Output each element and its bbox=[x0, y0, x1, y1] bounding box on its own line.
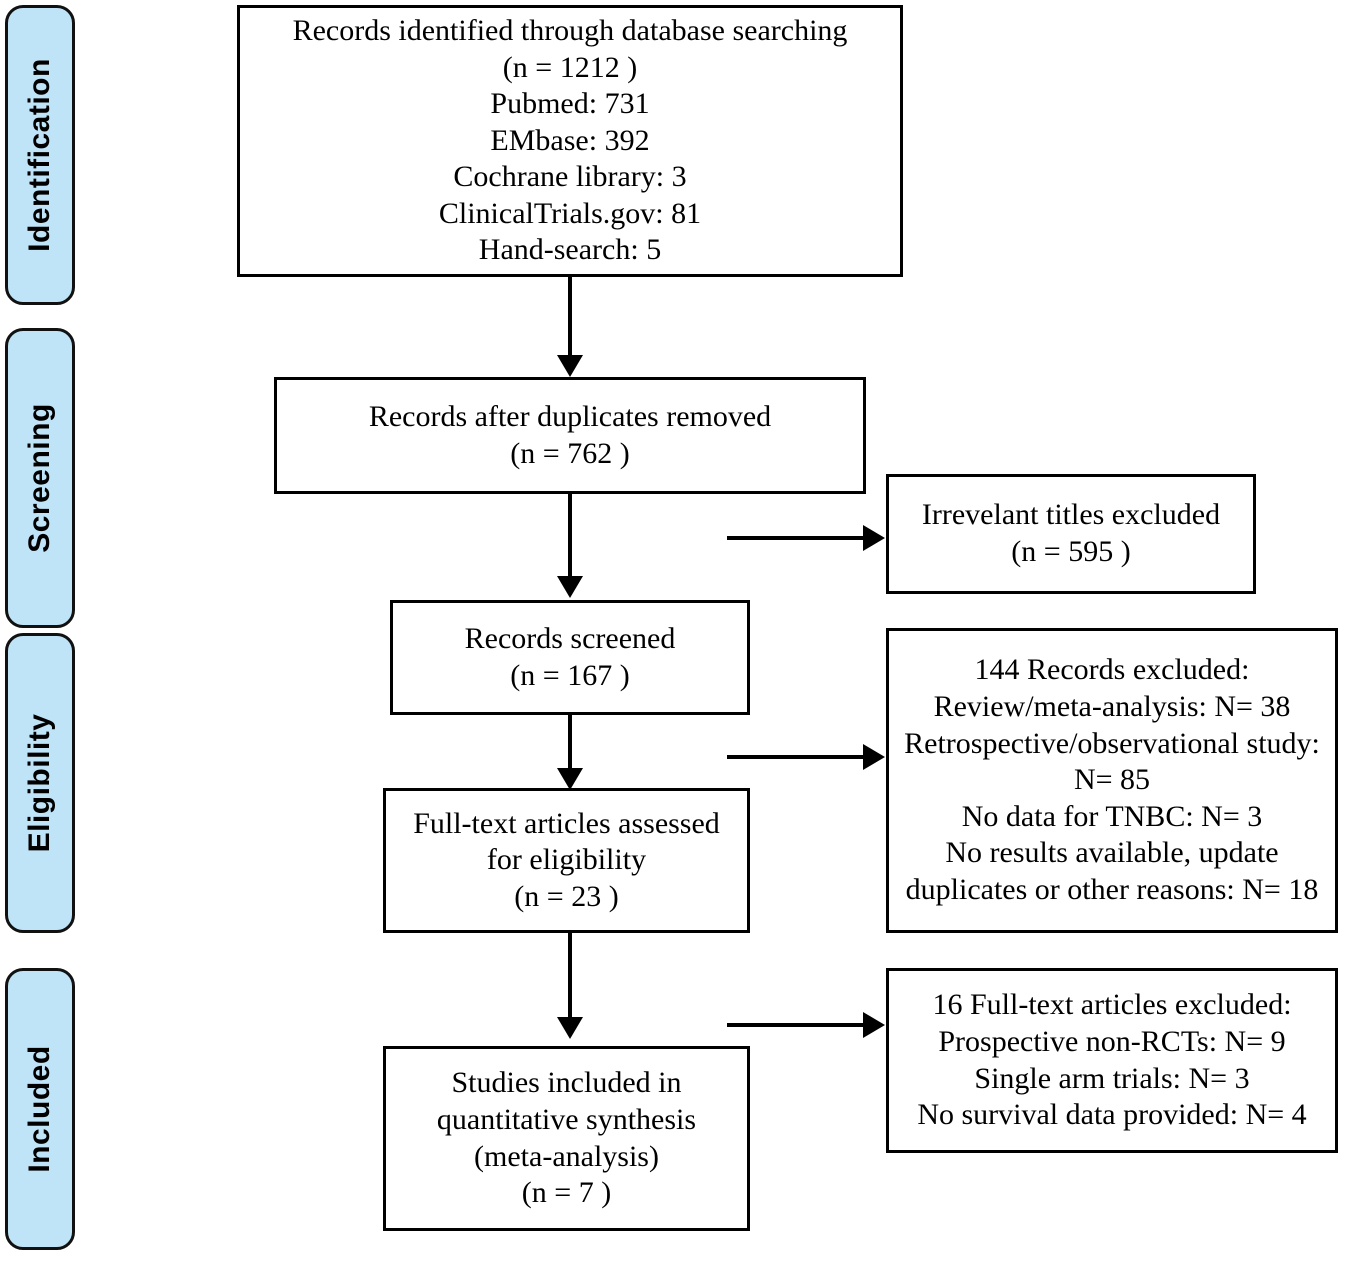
fulltext-excluded-line-3: Single arm trials: N= 3 bbox=[974, 1061, 1250, 1095]
records-identified-line-3: Pubmed: 731 bbox=[490, 87, 650, 121]
stage-pill-eligibility: Eligibility bbox=[5, 633, 75, 933]
stage-label-included: Included bbox=[23, 1045, 56, 1173]
fulltext-excluded-line-1: 16 Full-text articles excluded: bbox=[932, 988, 1292, 1022]
records-excluded-line-6: No results available, update bbox=[945, 836, 1279, 870]
arrowhead-identified-to-duplicates bbox=[557, 355, 583, 377]
fulltext-excluded-line-2: Prospective non-RCTs: N= 9 bbox=[938, 1024, 1286, 1058]
irrelevant-excluded-line-2: (n = 595 ) bbox=[1011, 535, 1131, 568]
box-fulltext-assessed: Full-text articles assessed for eligibil… bbox=[383, 788, 750, 933]
after-duplicates-line-2: (n = 762 ) bbox=[510, 436, 630, 470]
studies-included-line-2: quantitative synthesis bbox=[436, 1102, 697, 1136]
fulltext-assessed-line-1: Full-text articles assessed bbox=[413, 806, 720, 840]
records-screened-line-1: Records screened bbox=[464, 621, 676, 655]
box-irrelevant-titles-excluded: Irrevelant titles excluded (n = 595 ) bbox=[886, 474, 1256, 594]
records-screened-line-2: (n = 167 ) bbox=[510, 658, 630, 692]
arrowhead-screened-to-fulltext bbox=[557, 768, 583, 790]
records-excluded-line-5: No data for TNBC: N= 3 bbox=[961, 799, 1263, 833]
after-duplicates-line-1: Records after duplicates removed bbox=[368, 399, 772, 433]
irrelevant-excluded-line-1: Irrevelant titles excluded bbox=[921, 498, 1221, 532]
connector-to-irrelevant-excluded bbox=[727, 536, 867, 540]
fulltext-assessed-line-3: (n = 23 ) bbox=[514, 879, 619, 913]
box-after-duplicates-removed: Records after duplicates removed (n = 76… bbox=[274, 377, 866, 494]
fulltext-assessed-line-2: for eligibility bbox=[486, 843, 647, 877]
connector-to-records-excluded bbox=[727, 755, 867, 759]
box-records-screened: Records screened (n = 167 ) bbox=[390, 600, 750, 715]
connector-fulltext-to-included bbox=[568, 933, 572, 1019]
records-excluded-line-2: Review/meta-analysis: N= 38 bbox=[933, 690, 1291, 724]
box-fulltext-excluded: 16 Full-text articles excluded: Prospect… bbox=[886, 968, 1338, 1153]
records-identified-line-2: (n = 1212 ) bbox=[502, 50, 638, 84]
box-records-excluded: 144 Records excluded: Review/meta-analys… bbox=[886, 628, 1338, 933]
records-identified-line-6: ClinicalTrials.gov: 81 bbox=[438, 196, 702, 230]
arrowhead-to-irrelevant-excluded bbox=[863, 525, 885, 551]
studies-included-line-1: Studies included in bbox=[451, 1066, 682, 1100]
studies-included-line-4: (n = 7 ) bbox=[521, 1176, 612, 1210]
records-identified-line-5: Cochrane library: 3 bbox=[453, 160, 687, 194]
connector-to-fulltext-excluded bbox=[727, 1023, 867, 1027]
connector-identified-to-duplicates bbox=[568, 277, 572, 357]
connector-duplicates-to-screened bbox=[568, 494, 572, 578]
arrowhead-to-records-excluded bbox=[863, 744, 885, 770]
records-excluded-line-1: 144 Records excluded: bbox=[974, 653, 1250, 687]
records-excluded-line-7: duplicates or other reasons: N= 18 bbox=[905, 872, 1319, 906]
arrowhead-to-fulltext-excluded bbox=[863, 1012, 885, 1038]
connector-screened-to-fulltext bbox=[568, 715, 572, 771]
stage-pill-screening: Screening bbox=[5, 328, 75, 628]
records-identified-line-7: Hand-search: 5 bbox=[478, 233, 662, 267]
arrowhead-fulltext-to-included bbox=[557, 1017, 583, 1039]
arrowhead-duplicates-to-screened bbox=[557, 576, 583, 598]
studies-included-line-3: (meta-analysis) bbox=[474, 1139, 659, 1173]
stage-label-screening: Screening bbox=[23, 403, 56, 553]
records-identified-line-1: Records identified through database sear… bbox=[292, 13, 848, 47]
records-identified-line-4: EMbase: 392 bbox=[490, 123, 650, 157]
stage-pill-included: Included bbox=[5, 968, 75, 1250]
records-excluded-line-4: N= 85 bbox=[1073, 763, 1151, 797]
records-excluded-line-3: Retrospective/observational study: bbox=[904, 726, 1320, 760]
stage-label-eligibility: Eligibility bbox=[23, 713, 56, 853]
box-studies-included: Studies included in quantitative synthes… bbox=[383, 1046, 750, 1231]
fulltext-excluded-line-4: No survival data provided: N= 4 bbox=[917, 1098, 1307, 1132]
stage-label-identification: Identification bbox=[23, 58, 56, 252]
stage-pill-identification: Identification bbox=[5, 5, 75, 305]
box-records-identified: Records identified through database sear… bbox=[237, 5, 903, 277]
